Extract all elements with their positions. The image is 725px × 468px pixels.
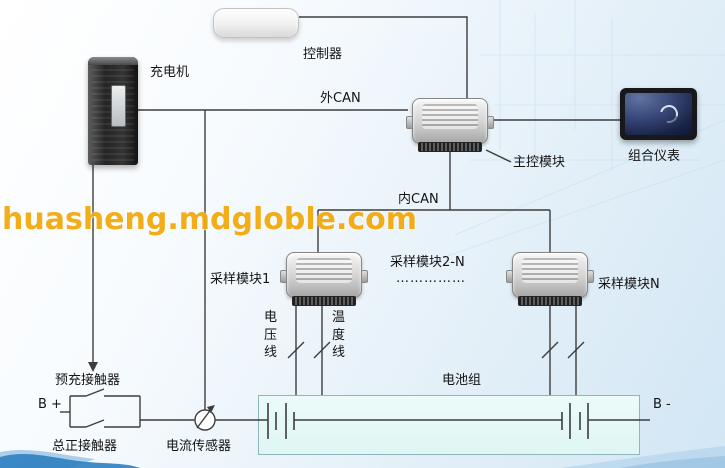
battery-pack-label: 电池组 (442, 373, 482, 388)
precharge-contactor-label: 预充接触器 (55, 373, 121, 388)
module-heatsink-ribs (522, 258, 578, 283)
contactor-branch-lines (69, 395, 141, 428)
precharge-contactor-blade (85, 388, 105, 397)
main-positive-contactor-blade (85, 419, 105, 428)
sampling1-break-marks (287, 341, 331, 359)
sampling-module-2n-dots: …………… (396, 271, 466, 286)
sampling1-sense-lines (295, 306, 323, 395)
charger-arrow-head-icon (88, 362, 98, 372)
external-can-label: 外CAN (320, 91, 361, 106)
temperature-line-label: 温度线 (331, 310, 345, 361)
main-positive-contactor-label: 总正接触器 (52, 439, 118, 454)
instrument-cluster-device (620, 88, 697, 140)
module-connector (418, 142, 482, 152)
module-mount-tab-right (487, 116, 494, 129)
module-connector (518, 296, 582, 306)
samplingN-break-marks (541, 341, 585, 359)
instrument-logo-icon (656, 101, 682, 127)
module-mount-tab-left (280, 270, 287, 283)
current-sensor-label: 电流传感器 (166, 439, 232, 454)
b-plus-terminal-label: B + (38, 397, 62, 412)
module-heatsink-ribs (422, 104, 478, 129)
sampling-module-n-device (506, 252, 594, 306)
current-sensor-body (194, 409, 216, 431)
internal-can-label: 内CAN (398, 192, 439, 207)
instrument-cluster-label: 组合仪表 (628, 149, 681, 164)
main-module-label: 主控模块 (513, 155, 566, 170)
b-minus-terminal-label: B - (653, 397, 671, 412)
module-heatsink-ribs (296, 258, 352, 283)
module-mount-tab-right (587, 270, 594, 283)
module-mount-tab-left (506, 270, 513, 283)
sampling-module-2n-label: 采样模块2-N (390, 255, 465, 270)
charger-display (111, 85, 126, 127)
sampling-module-1-device (280, 252, 368, 306)
main-control-module-device (406, 98, 494, 152)
module-mount-tab-right (361, 270, 368, 283)
charger-label: 充电机 (150, 65, 190, 80)
charger-device (88, 57, 138, 165)
instrument-screen (625, 93, 692, 135)
controller-device (213, 8, 299, 38)
sampling-module-n-label: 采样模块N (598, 277, 660, 292)
current-sensor-arrow (196, 407, 213, 429)
module-connector (292, 296, 356, 306)
sampling-module-1-label: 采样模块1 (210, 272, 271, 287)
controller-label: 控制器 (303, 47, 343, 62)
module-mount-tab-left (406, 116, 413, 129)
samplingN-sense-lines (549, 306, 577, 395)
current-sensor-arrow-head-icon (207, 405, 215, 413)
voltage-line-label: 电压线 (263, 310, 277, 361)
watermark-text: huasheng.mdgloble.com (2, 202, 418, 237)
battery-pack-box (258, 395, 640, 455)
